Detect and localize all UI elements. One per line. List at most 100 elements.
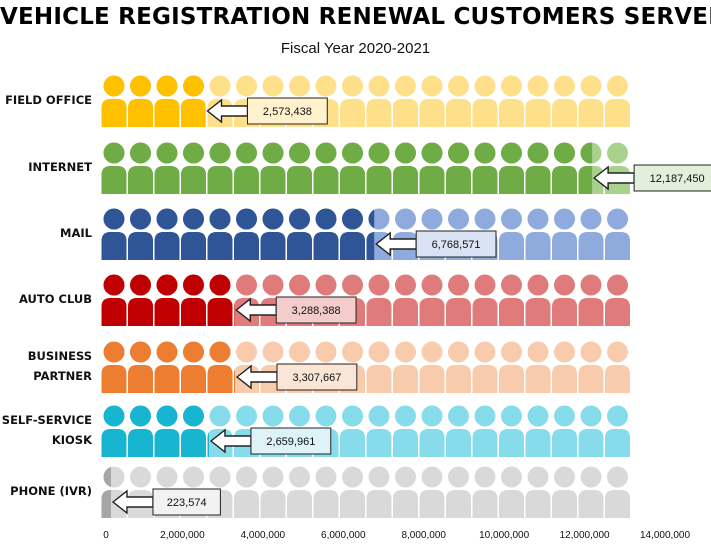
person-icon	[287, 142, 312, 194]
person-icon	[207, 432, 209, 457]
person-icon	[578, 75, 604, 127]
person-icon	[446, 466, 471, 518]
person-icon	[207, 274, 233, 326]
person-icon	[446, 75, 471, 127]
person-icon	[499, 75, 524, 127]
value-label: 12,187,450	[650, 173, 705, 185]
person-icon	[128, 466, 153, 518]
icon-row-light	[101, 341, 630, 393]
x-tick-label: 12,000,000	[560, 530, 610, 541]
value-label: 223,574	[167, 497, 207, 509]
icon-row-filled	[101, 274, 235, 326]
person-icon	[260, 142, 286, 194]
person-icon	[340, 208, 365, 260]
person-icon	[472, 341, 498, 393]
person-icon	[393, 208, 418, 260]
x-tick-label: 14,000,000	[640, 530, 690, 541]
person-icon	[393, 405, 418, 457]
person-icon	[313, 466, 339, 518]
person-icon	[154, 75, 180, 127]
person-icon	[499, 274, 524, 326]
value-label: 2,659,961	[266, 436, 315, 448]
category-label: PHONE (IVR)	[10, 484, 92, 498]
person-icon	[393, 341, 418, 393]
person-icon	[366, 75, 392, 127]
person-icon	[499, 208, 524, 260]
category-label: PARTNER	[33, 369, 92, 383]
value-label: 3,288,388	[292, 305, 341, 317]
x-tick-label: 4,000,000	[241, 530, 286, 541]
person-icon	[419, 405, 445, 457]
person-icon	[552, 142, 577, 194]
person-icon	[101, 341, 127, 393]
person-icon	[472, 466, 498, 518]
person-icon	[578, 341, 604, 393]
row-internet: INTERNET 12,187,450	[28, 142, 711, 194]
person-icon	[525, 405, 551, 457]
icon-row-filled	[101, 75, 206, 127]
person-icon	[552, 405, 577, 457]
person-icon	[525, 274, 551, 326]
person-icon	[340, 405, 365, 457]
person-icon	[101, 208, 127, 260]
icon-row-filled	[101, 405, 209, 457]
person-icon	[499, 405, 524, 457]
person-icon	[472, 142, 498, 194]
person-icon	[446, 142, 471, 194]
category-label: INTERNET	[28, 160, 92, 174]
person-icon	[552, 274, 577, 326]
category-label: BUSINESS	[28, 349, 92, 363]
person-icon	[472, 274, 498, 326]
person-icon	[366, 209, 375, 260]
person-icon	[552, 466, 577, 518]
person-icon	[419, 341, 445, 393]
callout-box	[275, 296, 357, 324]
person-icon	[578, 208, 604, 260]
person-icon	[605, 466, 630, 518]
person-icon	[181, 274, 206, 326]
person-icon	[525, 341, 551, 393]
person-icon	[101, 142, 127, 194]
person-icon	[234, 304, 235, 326]
person-icon	[419, 75, 445, 127]
person-icon	[181, 405, 206, 457]
person-icon	[154, 405, 180, 457]
person-icon	[472, 75, 498, 127]
person-icon	[340, 466, 365, 518]
person-icon	[181, 208, 206, 260]
chart-subtitle: Fiscal Year 2020-2021	[280, 40, 431, 57]
person-icon	[340, 75, 365, 127]
icon-row-filled	[101, 341, 236, 393]
person-icon	[101, 274, 127, 326]
person-icon	[446, 405, 471, 457]
person-icon	[154, 208, 180, 260]
icon-row-filled	[101, 208, 375, 260]
person-icon	[552, 341, 577, 393]
value-label: 3,307,667	[292, 372, 341, 384]
callout-box	[633, 164, 711, 192]
person-icon	[605, 274, 630, 326]
person-icon	[419, 142, 445, 194]
person-icon	[393, 142, 418, 194]
person-icon	[234, 208, 259, 260]
person-icon	[472, 405, 498, 457]
person-icon	[499, 142, 524, 194]
x-tick-label: 10,000,000	[479, 530, 529, 541]
x-tick-label: 0	[103, 530, 109, 541]
person-icon	[101, 75, 127, 127]
person-icon	[578, 142, 593, 194]
icon-row-light	[101, 274, 630, 326]
person-icon	[605, 405, 630, 457]
person-icon	[525, 466, 551, 518]
person-icon	[366, 405, 392, 457]
x-tick-label: 6,000,000	[321, 530, 366, 541]
person-icon	[605, 75, 630, 127]
person-icon	[578, 405, 604, 457]
icon-row-filled	[101, 467, 111, 518]
person-icon	[128, 208, 153, 260]
category-label: MAIL	[60, 226, 93, 240]
value-label: 6,768,571	[432, 239, 481, 251]
person-icon	[393, 75, 418, 127]
